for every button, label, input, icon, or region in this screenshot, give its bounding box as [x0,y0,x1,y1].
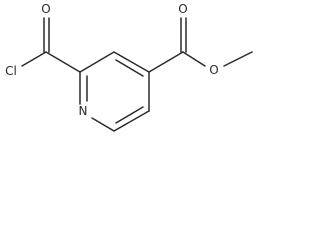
bond-ester-c-o-ether [182,51,206,67]
ring-bond-c3-c4 [113,51,150,73]
ring-bond-c6-n1 [91,117,115,132]
ring-bond-c5-c6 [113,110,150,132]
ring-bond-c5-c6-inner [115,106,144,124]
ring-bond-c3-c4-inner [115,59,144,77]
ester-carbonyl-oxygen-label: O [178,2,187,16]
acyl-chloride-oxygen-label: O [41,2,50,16]
ester-ether-oxygen-label: O [209,63,218,77]
chemical-structure-diagram: Cl O N O O [5,2,253,132]
ring-nitrogen-label: N [79,104,88,118]
bond-ether-o-methyl [223,51,253,67]
ring-bond-c2-c3 [79,51,115,73]
chlorine-atom-label: Cl [5,64,17,78]
bond-c4-ester-carbon [148,51,184,73]
bond-carbonyl-c-cl [21,51,47,67]
bond-c2-carbonyl-carbon [45,51,81,73]
